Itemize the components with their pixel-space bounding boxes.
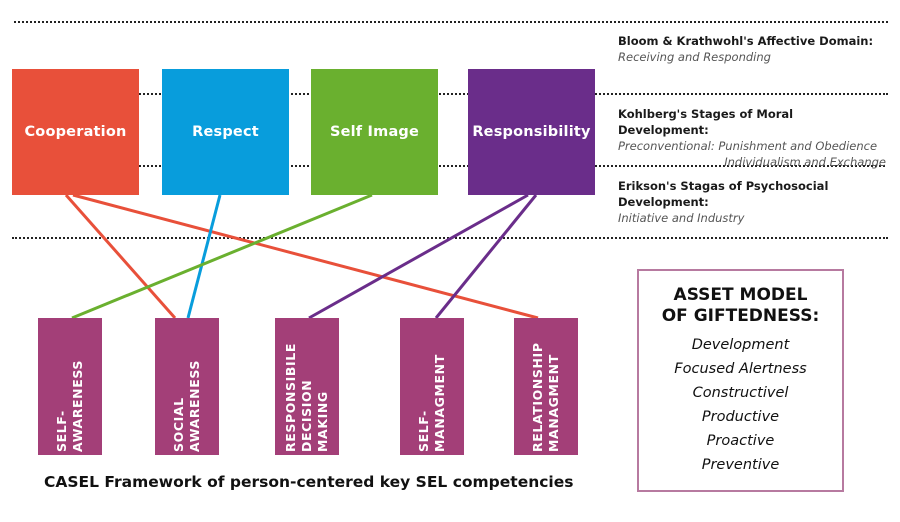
- connector-line: [308, 193, 529, 320]
- separator-line: [12, 237, 888, 239]
- sel-label-line: MANAGMENT: [546, 353, 561, 452]
- framework-subtext: Receiving and Responding: [618, 50, 771, 64]
- asset-model-title: ASSET MODEL OF GIFTEDNESS:: [639, 285, 842, 327]
- sel-label-line: SELF-: [54, 409, 69, 452]
- sel-label-line: MAKING: [315, 390, 330, 452]
- framework-subtext: Initiative and Industry: [618, 211, 745, 225]
- sel-label-line: RELATIONSHIP: [530, 341, 545, 452]
- asset-model-box: ASSET MODEL OF GIFTEDNESS: Development F…: [637, 269, 844, 492]
- connector-line: [434, 194, 538, 319]
- asset-item: Constructivel: [692, 385, 789, 401]
- sel-box-self-awareness: SELF- AWARENESS: [38, 318, 102, 455]
- asset-item: Focused Alertness: [674, 361, 807, 377]
- framework-bloom: Bloom & Krathwohl's Affective Domain: Re…: [618, 33, 873, 65]
- competency-box-responsibility: Responsibility: [468, 69, 595, 195]
- framework-heading: Erikson's Stagas of Psychosocial Develop…: [618, 179, 829, 209]
- competency-box-cooperation: Cooperation: [12, 69, 139, 195]
- sel-label-line: DECISION: [299, 379, 314, 452]
- sel-label-line: AWARENESS: [187, 359, 202, 452]
- framework-heading: Bloom & Krathwohl's Affective Domain:: [618, 34, 874, 48]
- caption: CASEL Framework of person-centered key S…: [44, 473, 574, 491]
- framework-subtext: Preconventional: Punishment and Obedienc…: [618, 139, 878, 153]
- connector-line: [72, 193, 539, 320]
- competency-label: Self Image: [329, 124, 420, 140]
- asset-item: Productive: [701, 409, 780, 425]
- separator-line: [12, 165, 885, 167]
- sel-box-responsible-decision-making: RESPONSIBILE DECISION MAKING: [275, 318, 339, 455]
- framework-kohlberg: Kohlberg's Stages of Moral Development: …: [618, 106, 886, 170]
- asset-item: Preventive: [701, 457, 780, 473]
- asset-title-line: ASSET MODEL: [673, 285, 808, 305]
- framework-erikson: Erikson's Stagas of Psychosocial Develop…: [618, 178, 848, 226]
- competency-box-self-image: Self Image: [311, 69, 438, 195]
- sel-label-line: SELF-: [416, 409, 431, 452]
- asset-item: Development: [691, 337, 790, 353]
- sel-box-social-awareness: SOCIAL AWARENESS: [155, 318, 219, 455]
- sel-label-line: RESPONSIBILE: [283, 342, 298, 452]
- connector-line: [64, 194, 177, 319]
- asset-item: Proactive: [706, 433, 775, 449]
- connector-line: [71, 193, 373, 320]
- competency-label: Cooperation: [24, 124, 127, 140]
- framework-subtext: Individualism and Exchange: [724, 155, 886, 169]
- asset-title-line: OF GIFTEDNESS:: [661, 306, 820, 326]
- sel-box-self-management: SELF- MANAGMENT: [400, 318, 464, 455]
- separator-line: [14, 21, 888, 23]
- competency-box-respect: Respect: [162, 69, 289, 195]
- sel-label-line: AWARENESS: [70, 359, 85, 452]
- competency-label: Responsibility: [472, 124, 591, 140]
- competency-label: Respect: [192, 124, 259, 140]
- sel-box-relationship-management: RELATIONSHIP MANAGMENT: [514, 318, 578, 455]
- connector-line: [186, 194, 222, 319]
- framework-heading: Kohlberg's Stages of Moral Development:: [618, 107, 794, 137]
- sel-label-line: MANAGMENT: [432, 353, 447, 452]
- sel-label-line: SOCIAL: [171, 396, 186, 452]
- separator-line: [12, 93, 888, 95]
